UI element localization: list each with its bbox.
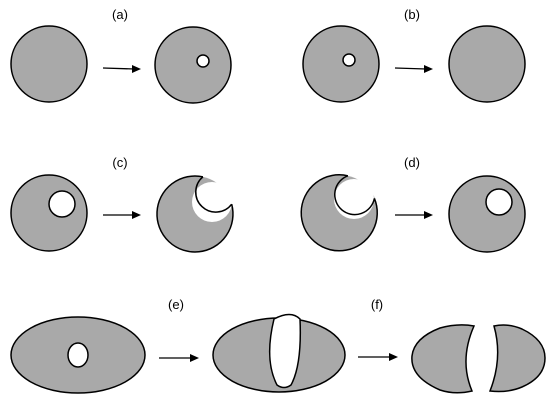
panel-b [302,25,526,103]
panel-e-slit [268,313,302,389]
panel-f-arrow [358,353,398,361]
panel-d-hole [485,188,513,216]
panel-c-hole [48,190,76,218]
panel-e-arrow [159,354,199,362]
panel-c [10,174,234,253]
panel-d-crescent [302,175,378,251]
panel-f-right-piece [488,324,546,393]
panel-a-arrow [102,65,141,73]
panel-a-disk-after [154,26,232,104]
panel-c-disk-before [10,174,88,252]
panel-a [10,25,232,104]
panel-d-arrow [395,211,433,219]
panel-c-arrow [103,211,141,219]
panel-b-hole [342,53,356,67]
panel-a-label: (a) [112,7,128,22]
panel-d [300,174,526,253]
panel-f-left-piece [411,324,476,394]
panel-b-disk-before [302,25,380,103]
panel-b-arrow [394,65,433,73]
panel-b-disk-after [448,25,526,103]
panel-d-label: (d) [404,155,420,170]
panel-a-hole [196,54,210,68]
panel-e [10,313,346,394]
panel-d-disk-after [448,175,526,253]
panel-f-label: (f) [370,297,384,312]
panel-f [358,324,546,394]
panel-b-label: (b) [404,7,420,22]
panel-e-label: (e) [168,297,184,312]
panel-a-disk-before [10,25,88,103]
panel-c-crescent [157,176,233,252]
panel-e-hole [67,342,89,368]
panel-c-label: (c) [112,155,128,170]
